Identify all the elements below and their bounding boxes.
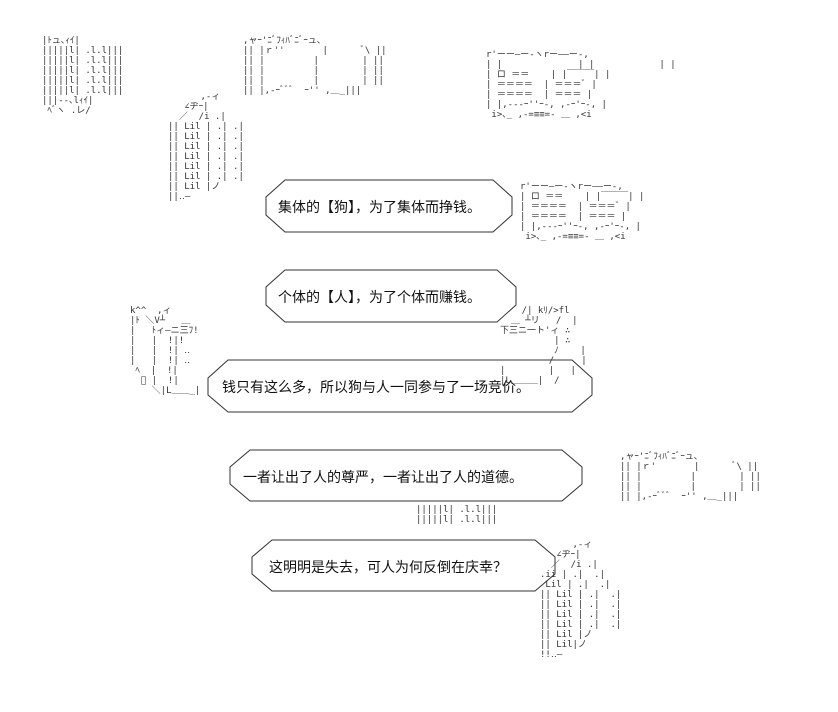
bubble-frame-4	[229, 449, 583, 502]
top-left-cards-art: |ﾄュ､ｨｲ| |||||l| .l.l||| |||||l| .l.l||| …	[42, 36, 124, 116]
right-hand-art: /| kﾘ/>fl ＿ ┴リ / | 下三ニ一ト'ィ ∴ | ∴ ﾉ | / |…	[500, 306, 587, 386]
top-right-open-book-art: r'ーー―ー‐ヽrー――ー‐, | | | | | | | ロ ＝＝ | |￣￣…	[486, 50, 676, 120]
caption-1: 集体的【狗】，为了集体而挣钱。	[278, 200, 481, 216]
bottom-right-book-art: ,ャｰ'ﾆﾞﾌｨﾊﾞﾆﾞｰュ､ || |ｒ' | ﾞ\ || || | | | …	[620, 452, 761, 502]
bubble-frame-5	[251, 539, 556, 592]
caption-2: 个体的【人】，为了个体而赚钱。	[278, 290, 481, 306]
caption-5: 这明明是失去，可人为何反倒在庆幸？	[269, 560, 507, 576]
left-hand-art: k^^ ,ィ |ﾄ ＼V┴ ＿ | ﾄィ―ニ三ﾌ! | | !|! | | !|…	[130, 306, 201, 396]
center-pillars-art: |||||l| .l.l||| |||||l| .l.l|||	[416, 505, 498, 525]
bubble-frame-3	[207, 359, 593, 413]
mid-right-open-book-art: r'ーー―ー‐ヽrー――ー‐, | ロ ＝＝ | |￣￣￣| | | ＝＝＝＝ …	[520, 182, 645, 242]
caption-4: 一者让出了人的尊严，一者让出了人的道德。	[243, 470, 523, 486]
top-center-book-art: ,ャｰ'ﾆﾞﾌｨﾊﾞﾆﾞｰュ､ || |ｒ'' | ﾞ\ || || | | |…	[243, 36, 387, 96]
caption-3: 钱只有这么多，所以狗与人一同参与了一场竞价。	[222, 380, 530, 396]
bubble-frame-1	[265, 179, 513, 233]
left-cards-stack-art: ,-ィ ∠ヂｰ| ／ /i .| || Lil | .| .| || Lil |…	[168, 92, 244, 202]
bubble-frame-2	[265, 269, 517, 323]
